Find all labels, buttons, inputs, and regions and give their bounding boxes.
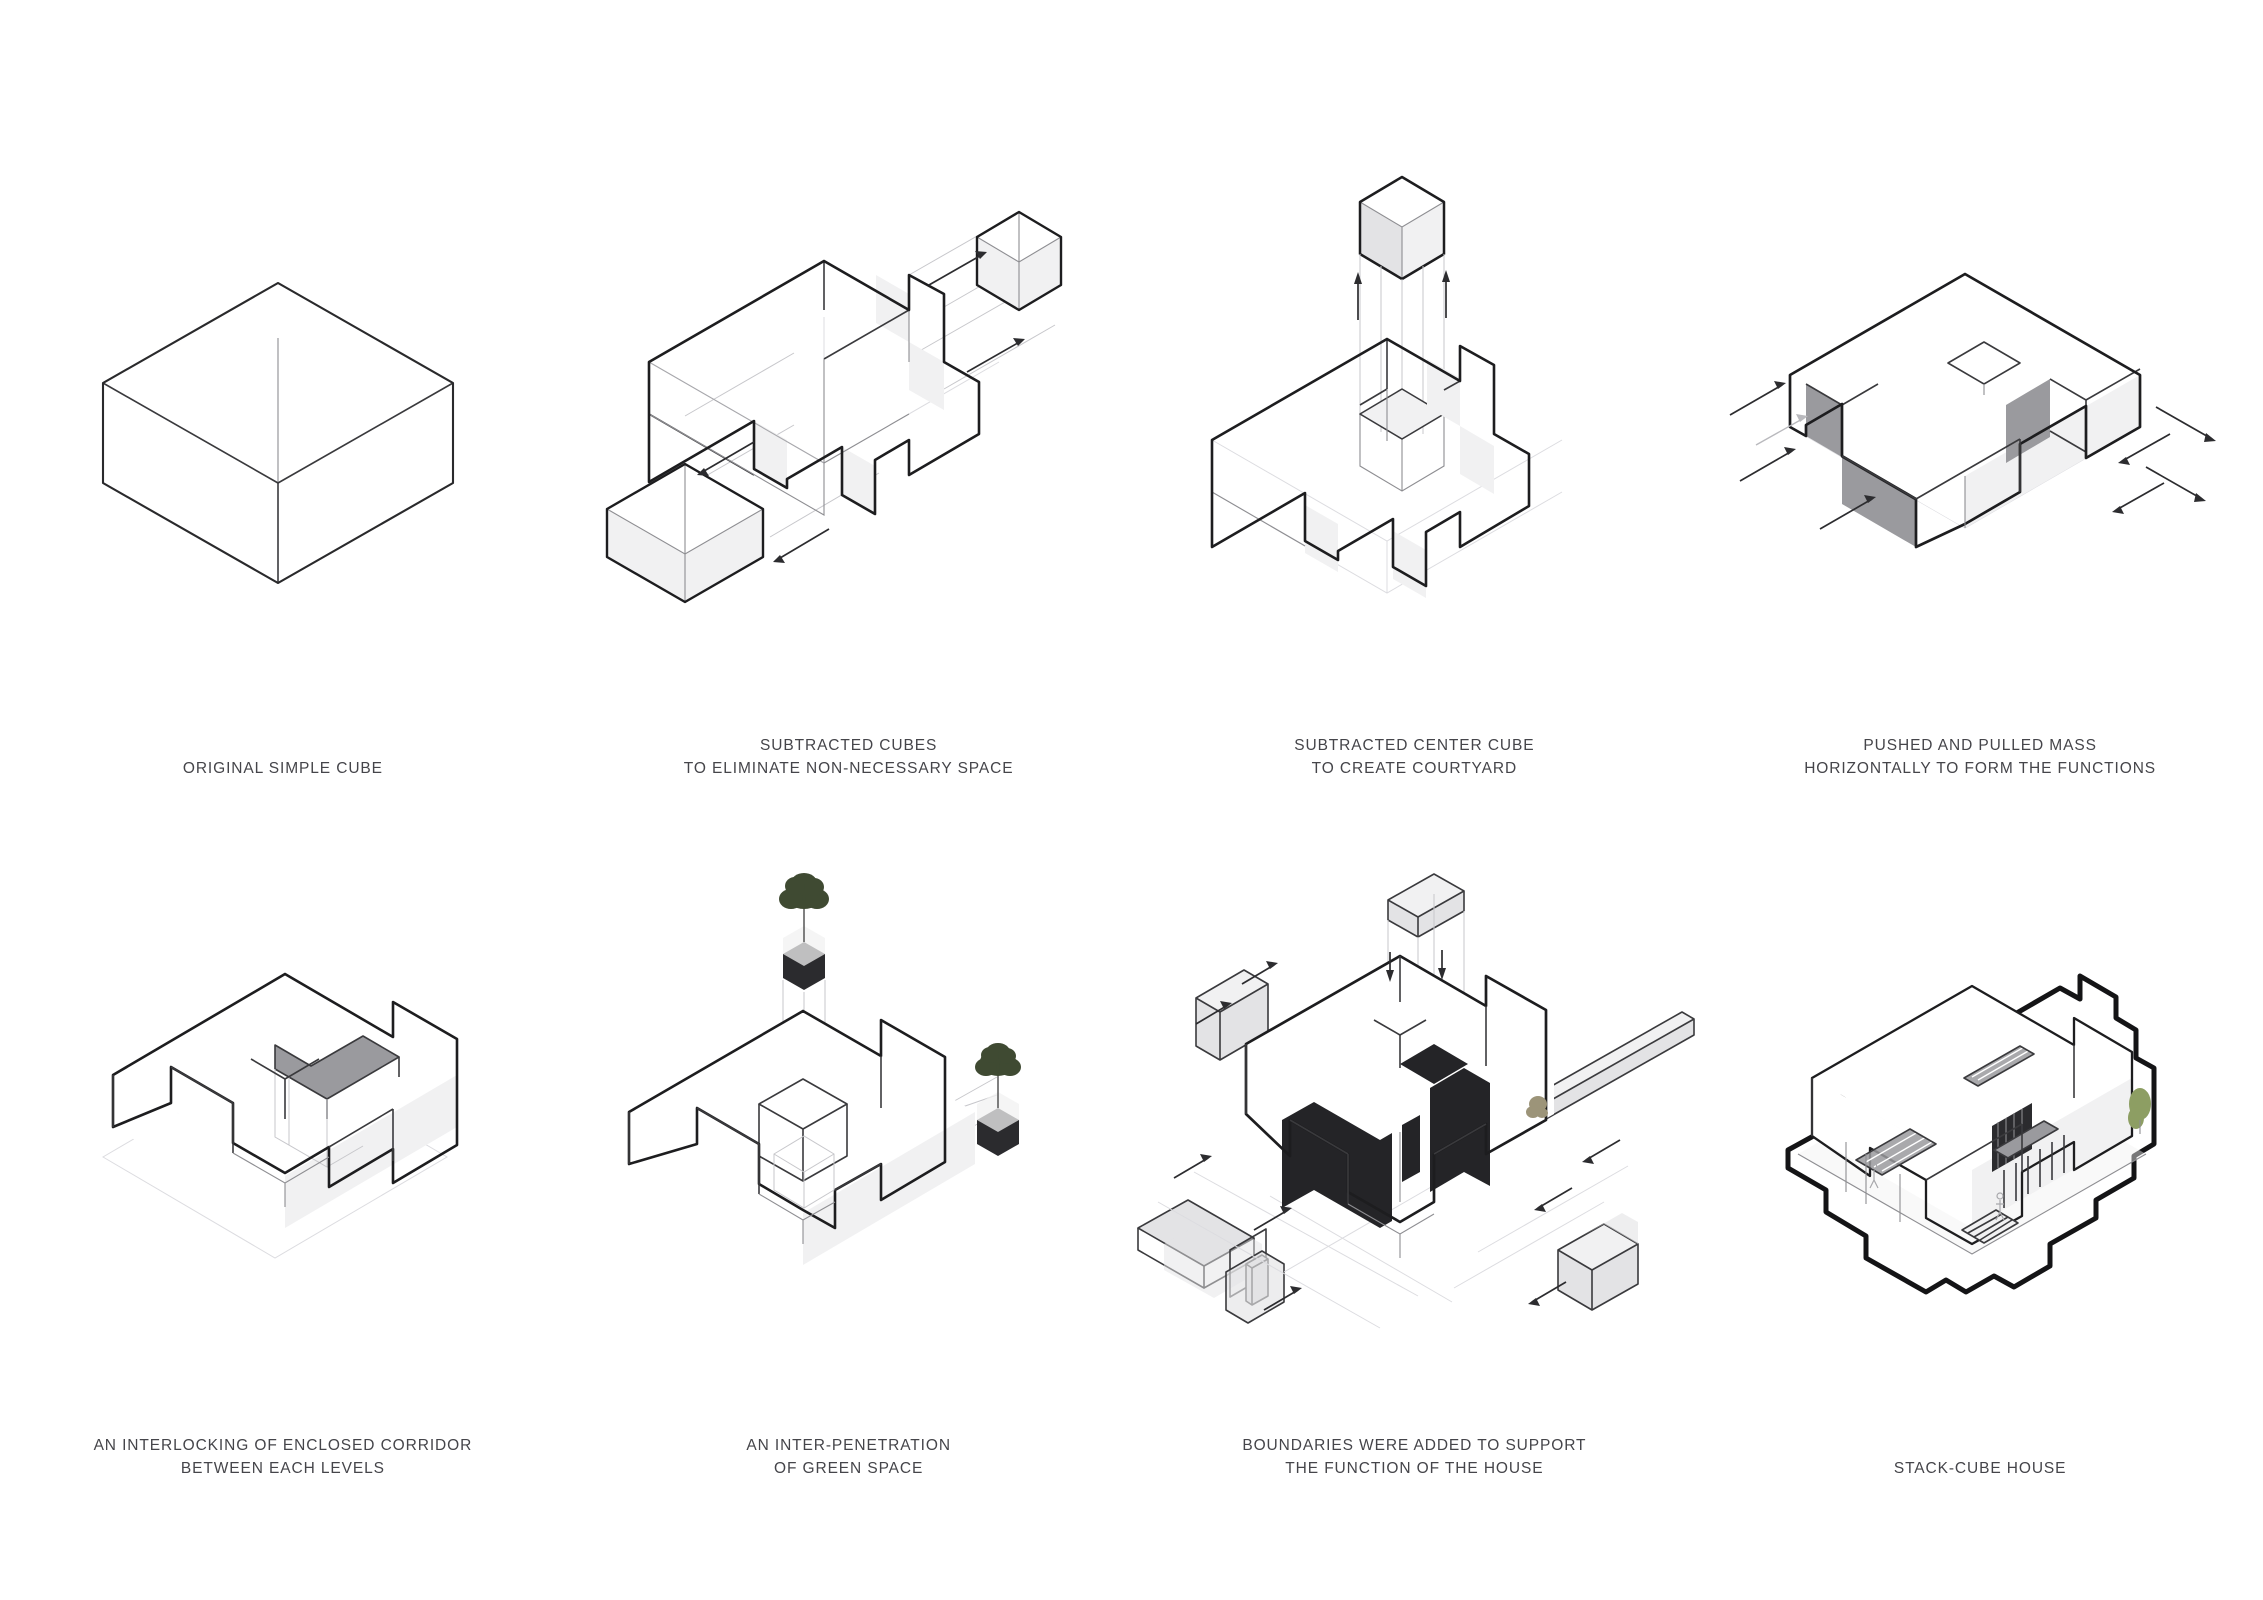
figure-stack-cube-house <box>1697 780 2263 1456</box>
green-tuft <box>1526 1095 1549 1118</box>
arrow-pull-right-top <box>2118 432 2171 465</box>
figure-people <box>1869 1162 2005 1221</box>
box-silhouette <box>101 281 454 584</box>
figure-original-simple-cube <box>0 40 566 756</box>
tree-canopy-right <box>974 1042 1021 1076</box>
tree-top <box>778 872 829 990</box>
wall-left-panel <box>1195 968 1270 1061</box>
green-massing <box>627 1009 975 1265</box>
boundaries-main-mass <box>1245 954 1555 1258</box>
arrow-guide-left <box>1755 413 1809 446</box>
arrow-in-left-mid <box>1195 1000 1233 1025</box>
panel-interlocking-corridor[interactable]: AN INTERLOCKING OF ENCLOSED CORRIDOR BET… <box>0 780 566 1480</box>
entry-canopy <box>1993 1119 2059 1159</box>
arrow-down-roof-1 <box>1386 951 1395 982</box>
ghost-planter-cube <box>773 1134 835 1209</box>
roof-edges <box>1811 1044 2075 1181</box>
arrow-push-left-mid <box>1739 446 1797 482</box>
figure-subtracted-center-cube <box>1132 40 1698 733</box>
corridor-ghost <box>274 1068 364 1168</box>
panel-boundaries-added[interactable]: BOUNDARIES WERE ADDED TO SUPPORT THE FUN… <box>1132 780 1698 1480</box>
wall-bottom-panel <box>1225 1249 1286 1324</box>
arrow-up-right-1 <box>928 250 987 286</box>
arrow-down-roof-2 <box>1438 949 1447 980</box>
arrow-up-left <box>1354 271 1363 320</box>
caption-panel-6: AN INTER-PENETRATION OF GREEN SPACE <box>746 1437 951 1477</box>
panel-original-simple-cube[interactable]: ORIGINAL SIMPLE CUBE <box>0 40 566 780</box>
lifted-center-cube <box>1359 175 1446 280</box>
slab-right-long <box>1533 1010 1696 1120</box>
house-volume <box>1810 984 2152 1245</box>
push-pull-mass <box>1788 272 2142 548</box>
iso-interlocking-corridor <box>101 972 459 1259</box>
tree-right <box>974 1042 1021 1156</box>
panel-subtracted-center-cube[interactable]: SUBTRACTED CENTER CUBE TO CREATE COURTYA… <box>1132 40 1698 780</box>
corridor-massing <box>111 972 459 1228</box>
detached-cube-bottom-left <box>605 462 764 603</box>
iso-push-pull-mass <box>1729 272 2217 548</box>
figure-boundaries-added <box>1132 780 1698 1433</box>
arrow-in-bottom-mid <box>1263 1285 1303 1311</box>
detached-cube-top-right <box>975 210 1062 311</box>
figure-subtracted-cubes <box>566 40 1132 733</box>
figure-interlocking-corridor <box>0 780 566 1433</box>
slab-top-drop <box>1387 872 1466 1040</box>
panel-pushed-pulled-mass[interactable]: PUSHED AND PULLED MASS HORIZONTALLY TO F… <box>1697 40 2263 780</box>
arrow-in-right-low <box>1534 1186 1573 1212</box>
main-mass-notched <box>647 259 999 516</box>
courtyard-opening <box>1947 340 2021 395</box>
caption-panel-8: STACK-CUBE HOUSE <box>1893 1459 2067 1477</box>
caption-panel-2: SUBTRACTED CUBES TO ELIMINATE NON-NECESS… <box>683 737 1014 777</box>
iso-green-penetration <box>627 872 1021 1265</box>
arrow-in-bottom-right <box>1528 1280 1567 1306</box>
arrow-in-right <box>1582 1138 1621 1164</box>
tree-right-side <box>2128 1087 2152 1134</box>
iso-final-house <box>1785 973 2157 1295</box>
caption-panel-7: BOUNDARIES WERE ADDED TO SUPPORT THE FUN… <box>1242 1437 1587 1477</box>
deck-slats-left <box>1855 1127 1937 1176</box>
courtyard-void <box>1359 387 1446 492</box>
wall-right-bottom <box>1557 1212 1640 1311</box>
entrance-stairs <box>1961 1208 2019 1244</box>
arrow-push-left-top <box>1729 380 1787 416</box>
courtyard-notch <box>250 1057 320 1119</box>
hidden-edges <box>102 337 454 484</box>
panel-stack-cube-house[interactable]: STACK-CUBE HOUSE <box>1697 780 2263 1480</box>
arrow-up-right-2 <box>966 337 1025 373</box>
caption-panel-1: ORIGINAL SIMPLE CUBE <box>182 759 383 777</box>
arrow-in-left-top <box>1241 960 1279 985</box>
figure-pushed-pulled-mass <box>1697 40 2263 733</box>
arrow-in-bottom-left-2 <box>1253 1205 1293 1231</box>
arrow-push-left-low <box>1819 494 1877 530</box>
caption-panel-5: AN INTERLOCKING OF ENCLOSED CORRIDOR BET… <box>93 1437 473 1477</box>
arrow-down-left-2 <box>772 527 830 563</box>
caption-panel-4: PUSHED AND PULLED MASS HORIZONTALLY TO F… <box>1804 737 2157 777</box>
arrow-down-left-1 <box>696 440 755 476</box>
facade-mullions <box>1845 1141 1901 1222</box>
panel-green-space-penetration[interactable]: AN INTER-PENETRATION OF GREEN SPACE <box>566 780 1132 1480</box>
arrow-pull-out-1 <box>2155 405 2217 442</box>
iso-boundaries-exploded <box>1137 872 1696 1328</box>
arrow-up-right <box>1442 269 1451 318</box>
tree-canopy-top <box>778 872 829 909</box>
iso-center-cube-subtraction <box>1211 175 1563 598</box>
arrow-in-bottom-left <box>1173 1153 1213 1179</box>
iso-wireframe-box <box>101 281 454 584</box>
main-mass-with-courtyard <box>1211 337 1531 598</box>
roof-slats <box>1963 1044 2035 1087</box>
arrow-pull-out-2 <box>2145 465 2207 502</box>
figure-green-space-penetration <box>566 780 1132 1433</box>
arrow-pull-right-mid <box>2112 481 2165 514</box>
caption-panel-3: SUBTRACTED CENTER CUBE TO CREATE COURTYA… <box>1294 737 1535 777</box>
colonnade-posts <box>2003 1134 2065 1208</box>
panel-subtracted-cubes[interactable]: SUBTRACTED CUBES TO ELIMINATE NON-NECESS… <box>566 40 1132 780</box>
iso-subtracted-cubes <box>605 210 1062 603</box>
courtyard-void <box>757 1077 848 1182</box>
